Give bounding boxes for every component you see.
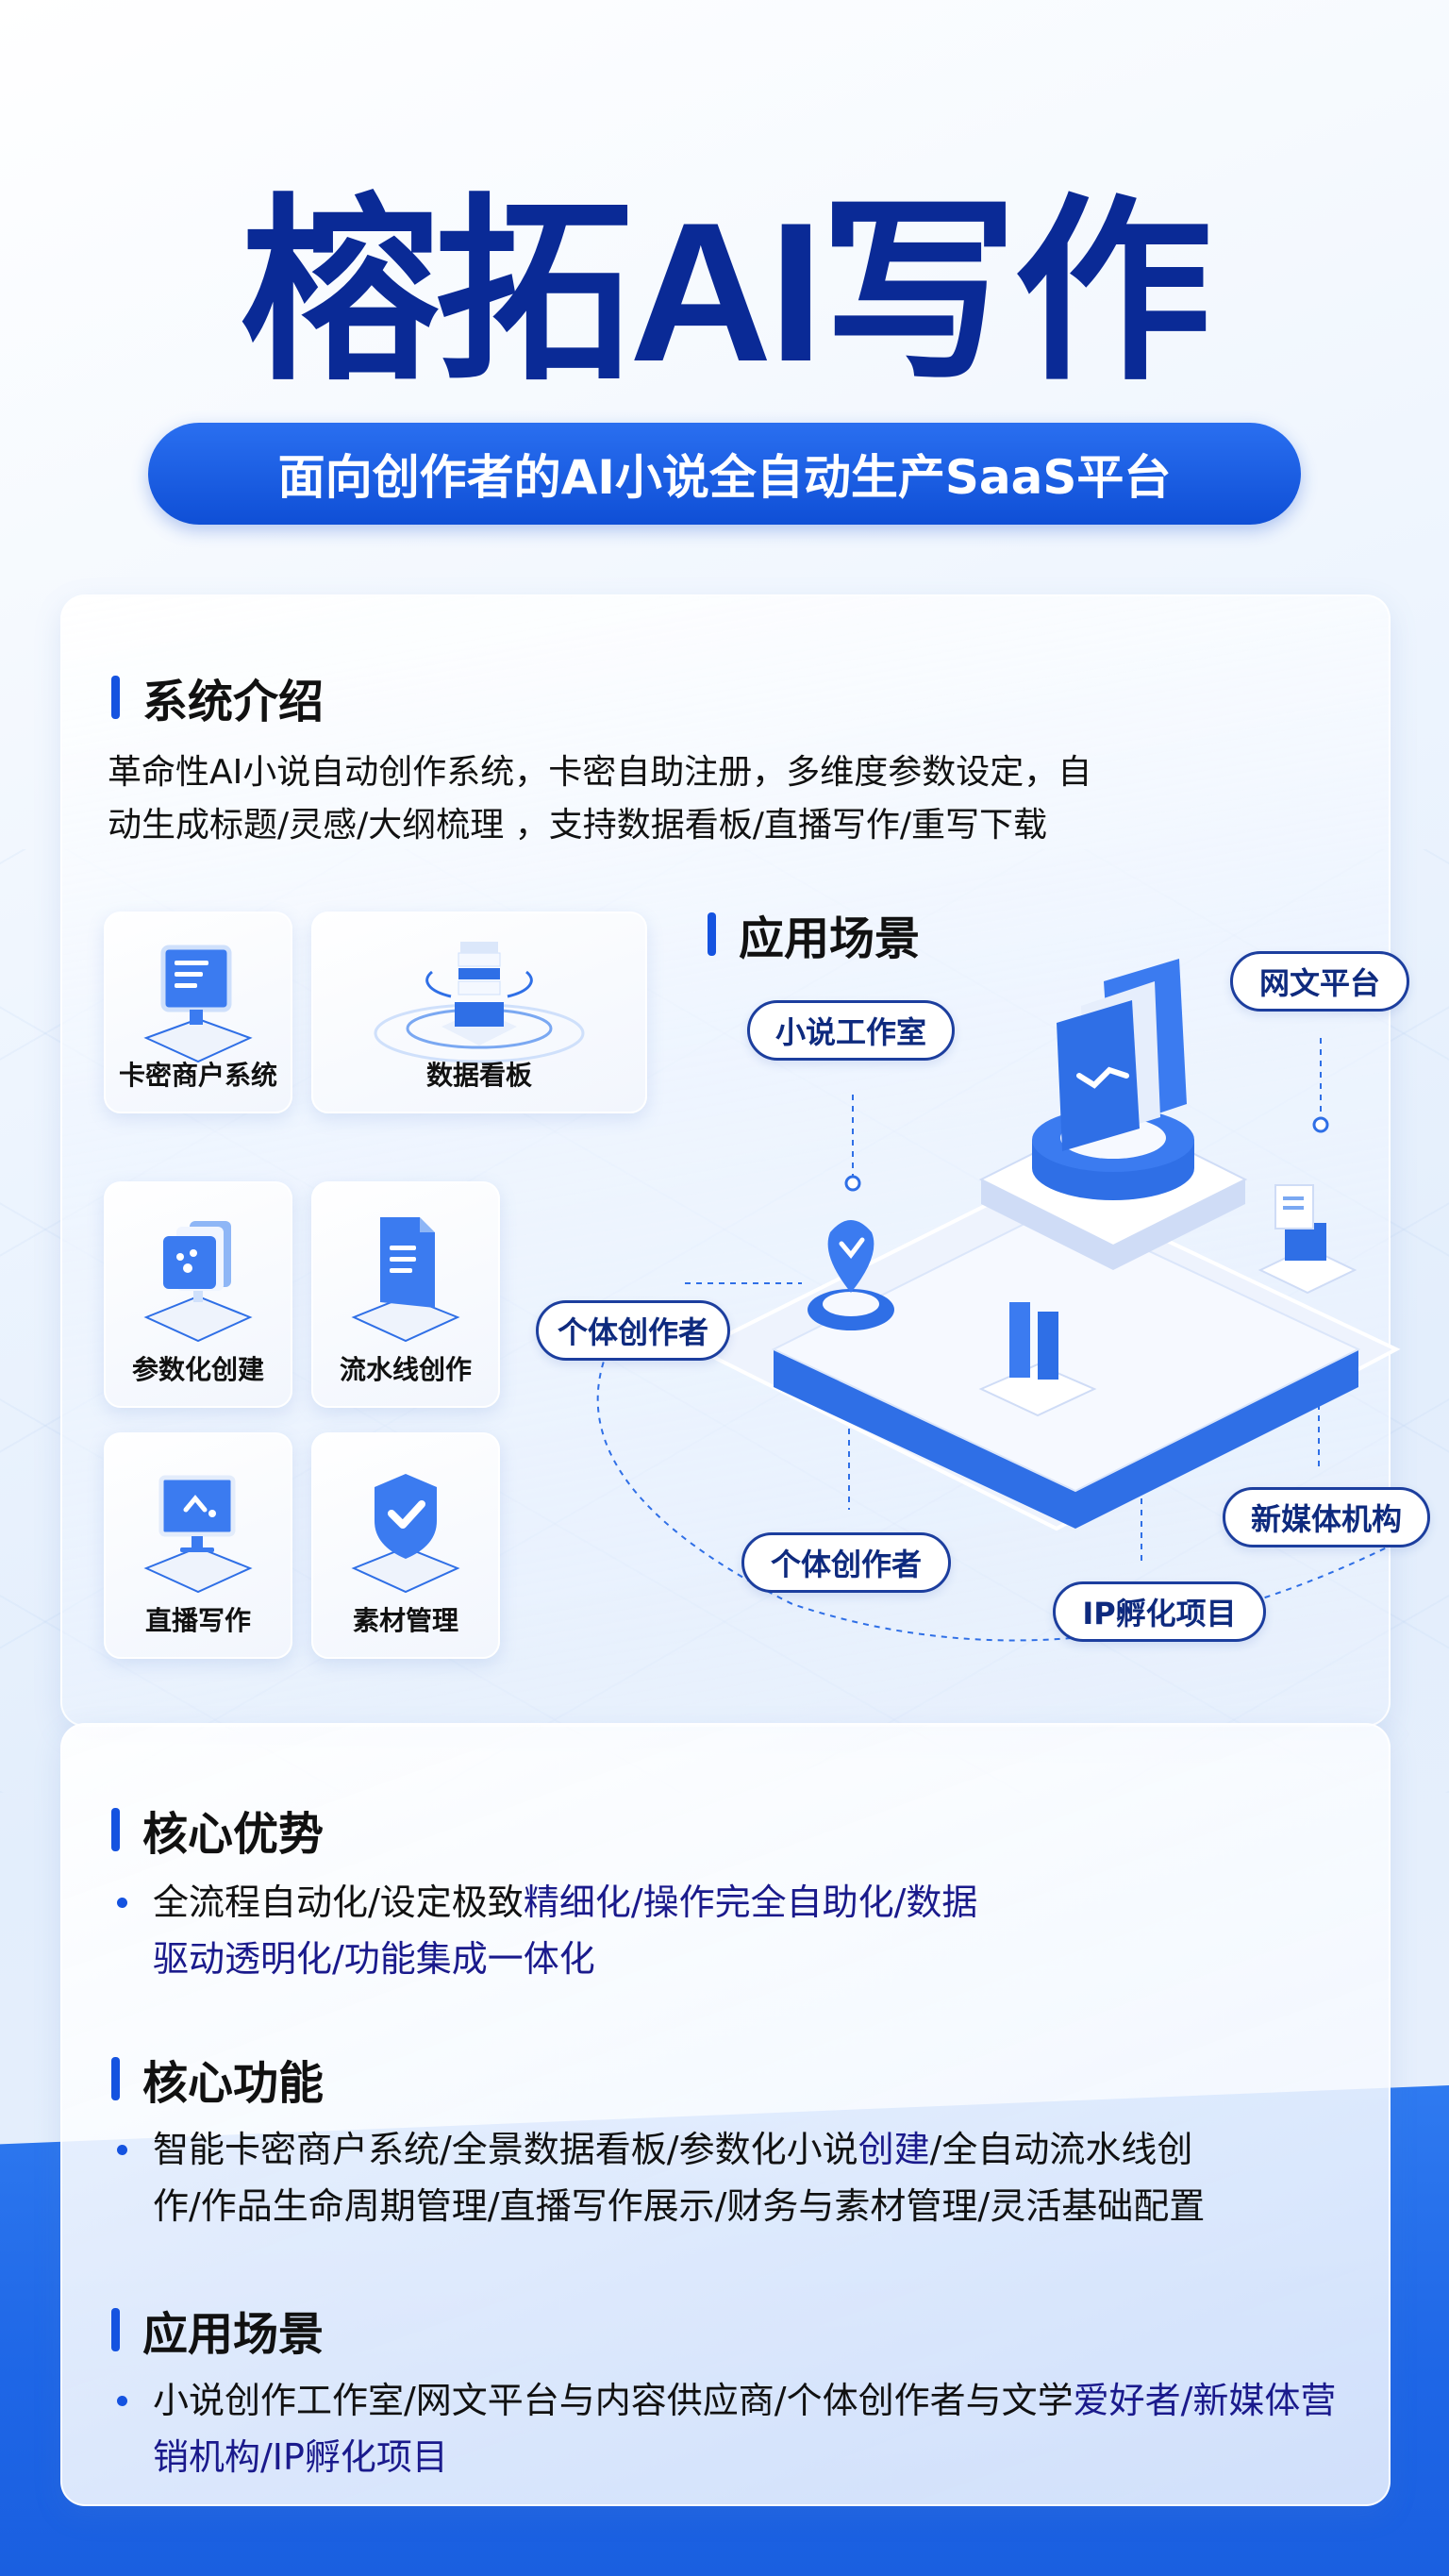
document-icon	[351, 1217, 460, 1343]
intro-heading-text: 系统介绍	[142, 676, 325, 728]
scenario-tag-individual-creator-1[interactable]: 个体创作者	[536, 1300, 730, 1361]
intro-text-line-2: 动生成标题/灵感/大纲梳理 ，支持数据看板/直播写作/重写下载	[108, 806, 1047, 845]
advantages-text-highlight-2: 驱动透明化/功能集成一体化	[153, 1938, 595, 1980]
shield-check-icon	[351, 1474, 460, 1594]
functions-heading-text: 核心功能	[142, 2057, 325, 2110]
scenario-tag-novel-studio[interactable]: 小说工作室	[747, 1000, 955, 1061]
heading-accent-bar	[111, 2308, 120, 2351]
folder-monitor-icon	[143, 1221, 253, 1343]
functions-text-part-1: 智能卡密商户系统/全景数据看板/参数化小说	[153, 2129, 858, 2170]
heading-accent-bar	[111, 2057, 120, 2100]
advantages-text-plain: 全流程自动化/设定极致	[153, 1882, 524, 1923]
feature-tile-material[interactable]: 素材管理	[311, 1432, 500, 1659]
feature-tile-live-writing[interactable]: 直播写作	[104, 1432, 292, 1659]
feature-label: 参数化创建	[131, 1354, 264, 1385]
feature-label: 数据看板	[425, 1060, 532, 1091]
intro-heading: 系统介绍	[111, 664, 324, 730]
feature-tile-param-create[interactable]: 参数化创建	[104, 1181, 292, 1408]
platform-illustration: 小说工作室 网文平台 个体创作者 个体创作者 新媒体机构 IP孵化项目	[509, 944, 1449, 1717]
page-title: 榕拓AI写作	[240, 181, 1212, 403]
scenarios-diagram-heading: 应用场景	[708, 901, 920, 967]
scenarios-heading: 应用场景	[111, 2297, 324, 2363]
feature-tile-card-merchant[interactable]: 卡密商户系统	[104, 912, 292, 1113]
scenario-tag-ip-incubation[interactable]: IP孵化项目	[1053, 1581, 1266, 1642]
monitor-icon	[143, 945, 253, 1063]
details-card: 核心优势 全流程自动化/设定极致精细化/操作完全自助化/数据 驱动透明化/功能集…	[60, 1723, 1391, 2506]
advantages-text-highlight-1: 精细化/操作完全自助化/数据	[523, 1882, 978, 1923]
scenario-tag-web-novel-platform[interactable]: 网文平台	[1230, 951, 1409, 1012]
subtitle-text: 面向创作者的AI小说全自动生产SaaS平台	[277, 450, 1172, 505]
scenarios-heading-text: 应用场景	[142, 2308, 325, 2361]
feature-label: 卡密商户系统	[118, 1060, 277, 1091]
functions-text-line-2: 作/作品生命周期管理/直播写作展示/财务与素材管理/灵活基础配置	[153, 2185, 1206, 2227]
feature-label: 流水线创作	[339, 1354, 472, 1385]
heading-accent-bar	[111, 676, 120, 719]
advantages-heading-text: 核心优势	[142, 1808, 325, 1861]
feature-label: 素材管理	[352, 1605, 458, 1636]
advantages-heading: 核心优势	[111, 1797, 324, 1863]
intro-text-line-1: 革命性AI小说自动创作系统，卡密自助注册，多维度参数设定，自	[108, 753, 1092, 792]
functions-text: 智能卡密商户系统/全景数据看板/参数化小说创建/全自动流水线创 作/作品生命周期…	[111, 2121, 1394, 2234]
feature-label: 直播写作	[144, 1605, 251, 1636]
scenarios-diagram-heading-text: 应用场景	[739, 912, 921, 965]
feature-tile-pipeline[interactable]: 流水线创作	[311, 1181, 500, 1408]
scenario-tag-individual-creator-2[interactable]: 个体创作者	[741, 1532, 951, 1593]
subtitle-banner: 面向创作者的AI小说全自动生产SaaS平台	[148, 423, 1301, 525]
server-stack-icon	[374, 942, 585, 1063]
functions-text-highlight: 创建	[858, 2129, 930, 2170]
feature-tile-data-board[interactable]: 数据看板	[311, 912, 647, 1113]
heading-accent-bar	[708, 912, 716, 956]
scenarios-text: 小说创作工作室/网文平台与内容供应商/个体创作者与文学爱好者/新媒体营 销机构/…	[111, 2372, 1404, 2485]
scenarios-text-plain: 小说创作工作室/网文平台与内容供应商/个体创作者与文学	[153, 2380, 1074, 2421]
isometric-platform-icon	[596, 959, 1401, 1642]
heading-accent-bar	[111, 1808, 120, 1851]
scenarios-text-highlight-2: 销机构/IP孵化项目	[153, 2436, 448, 2478]
functions-heading: 核心功能	[111, 2046, 324, 2112]
advantages-text: 全流程自动化/设定极致精细化/操作完全自助化/数据 驱动透明化/功能集成一体化	[111, 1874, 1338, 1987]
scenarios-text-highlight-1: 爱好者/新媒体营	[1073, 2380, 1337, 2421]
scenario-tag-new-media[interactable]: 新媒体机构	[1223, 1487, 1430, 1547]
functions-text-part-2: /全自动流水线创	[929, 2129, 1193, 2170]
live-monitor-icon	[143, 1475, 253, 1594]
